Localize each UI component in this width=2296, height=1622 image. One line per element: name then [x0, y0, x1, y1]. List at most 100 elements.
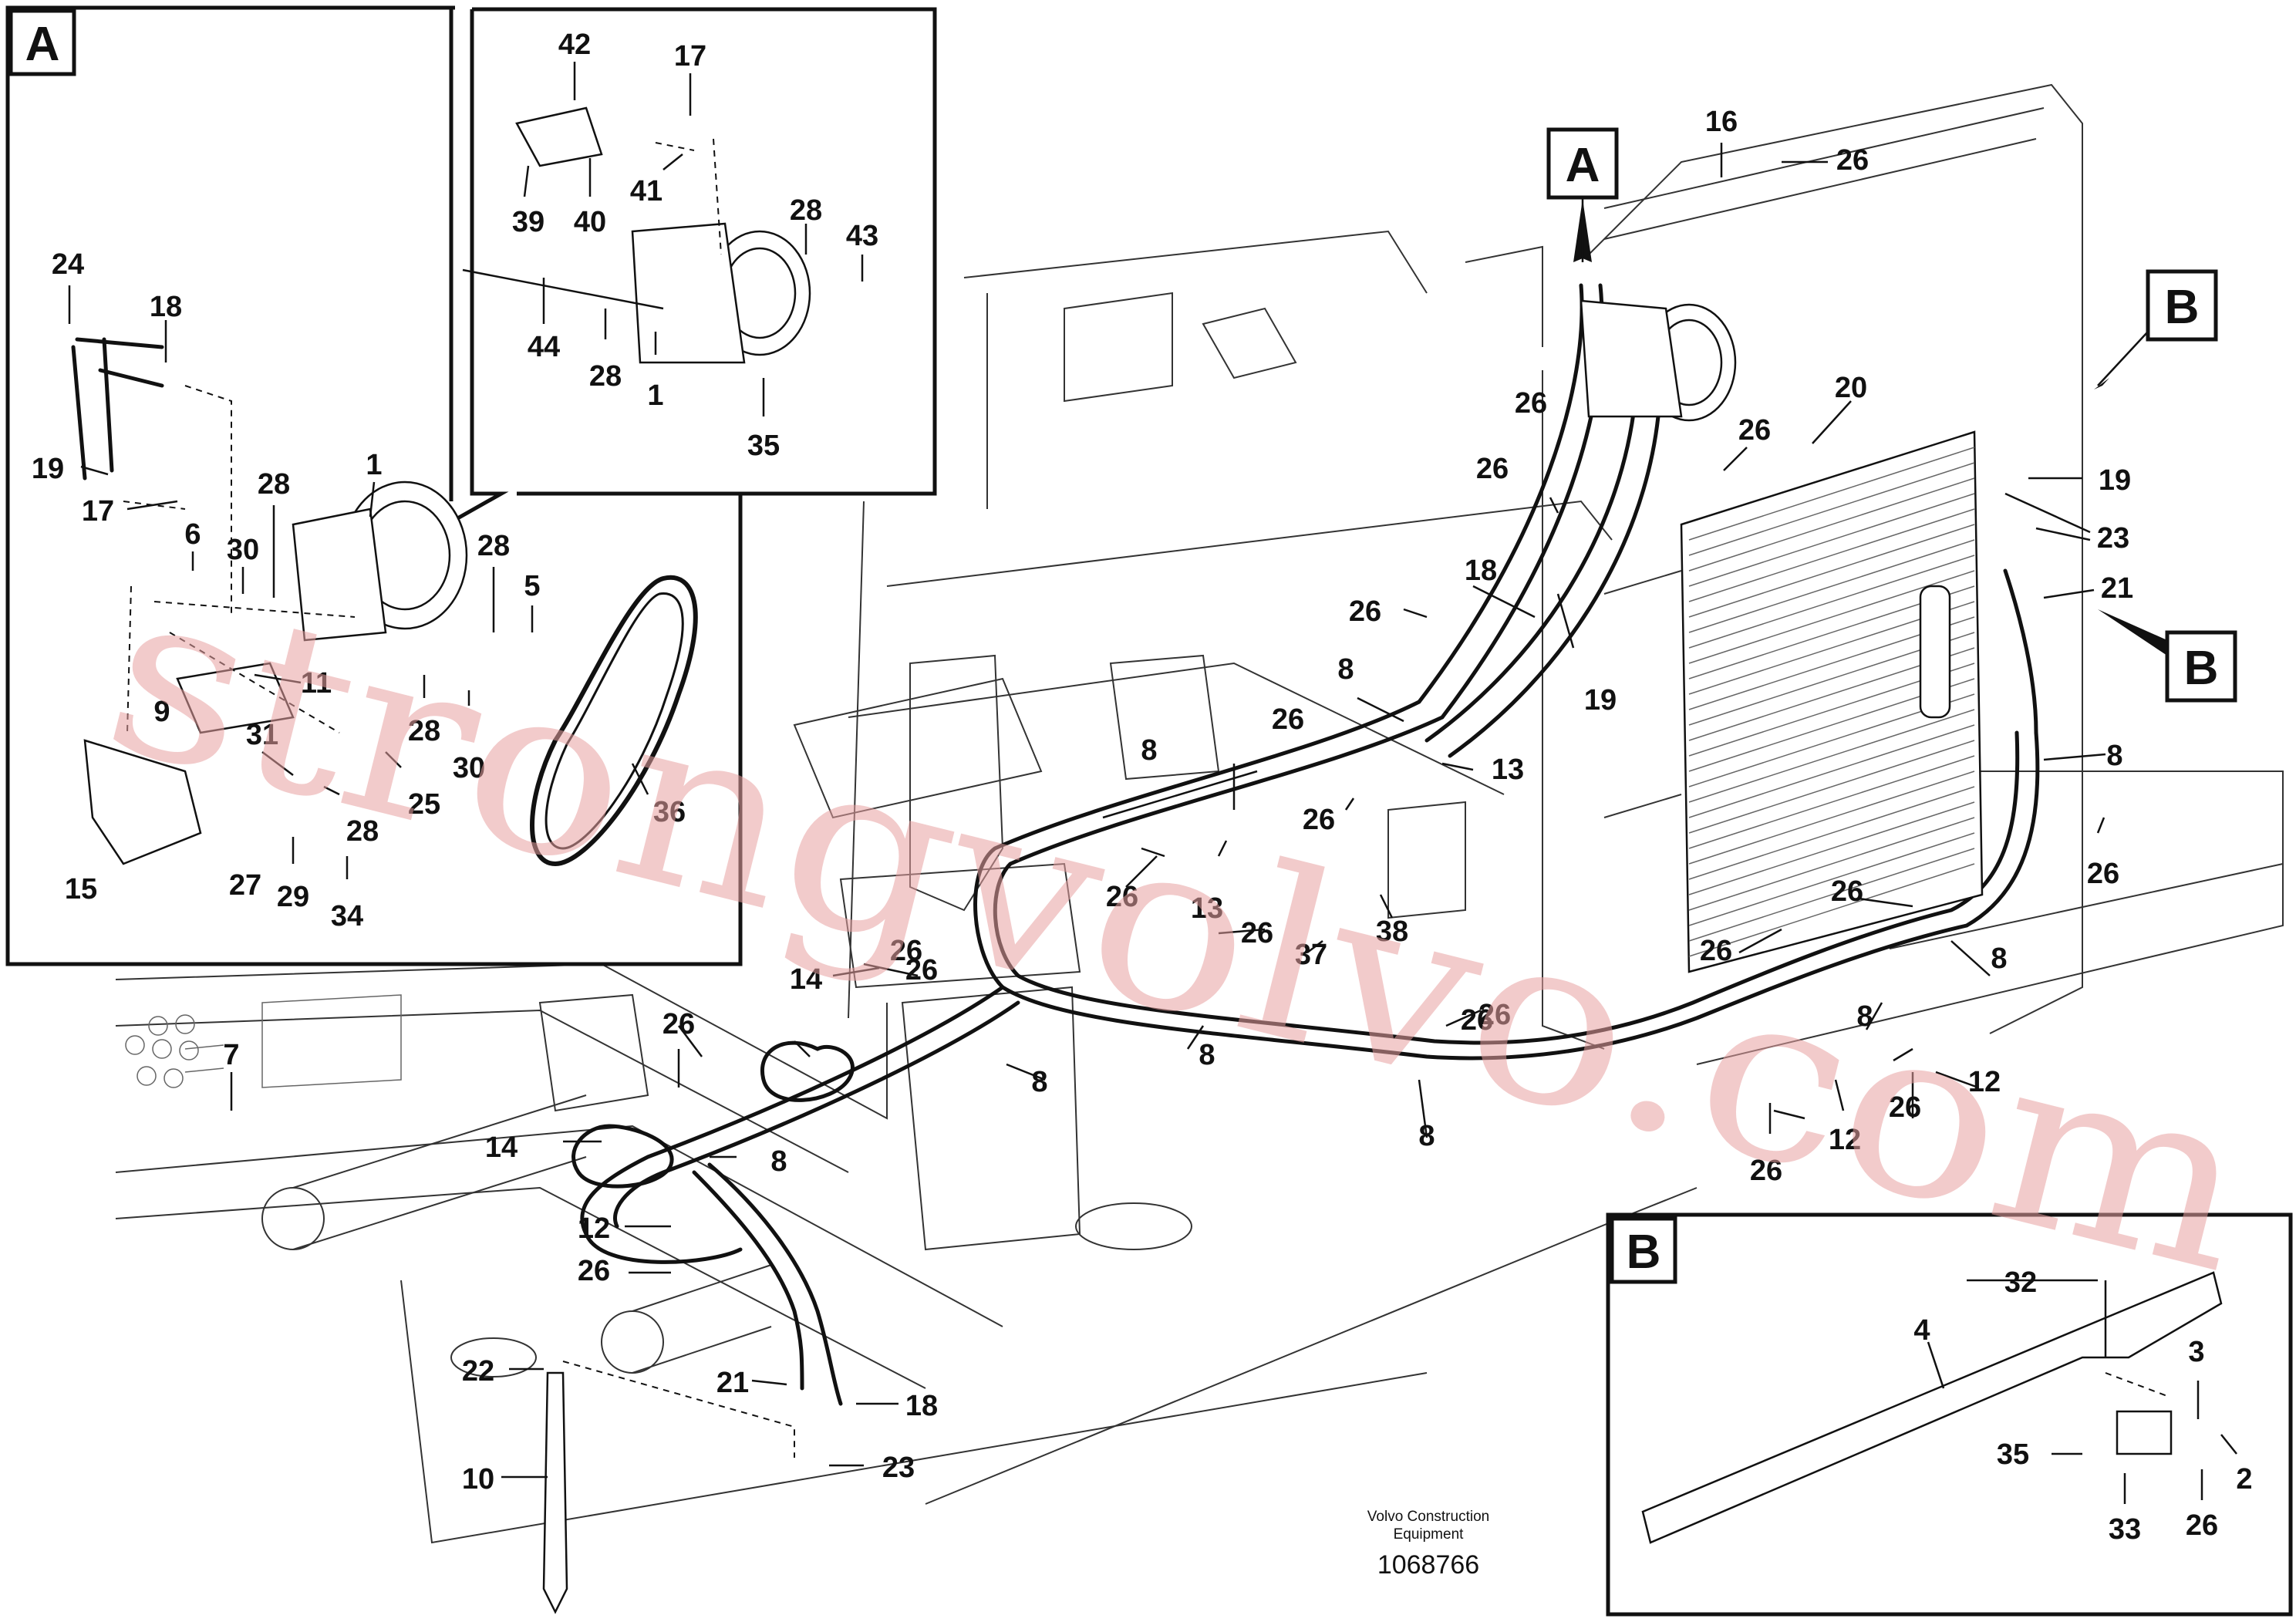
detail-b-tag [1610, 1216, 1677, 1284]
label-18: 18 [905, 1390, 938, 1422]
label-23: 23 [2097, 522, 2129, 555]
label-24: 24 [52, 248, 84, 281]
label-22: 22 [462, 1355, 494, 1388]
label-18: 18 [150, 291, 182, 323]
label-4: 4 [1913, 1314, 1930, 1347]
callout-b-top-letter: B [2165, 281, 2200, 334]
label-15: 15 [65, 873, 97, 905]
label-33: 33 [2109, 1513, 2141, 1546]
label-40: 40 [574, 206, 606, 238]
label-10: 10 [462, 1463, 494, 1496]
label-28: 28 [258, 468, 290, 501]
label-1: 1 [647, 379, 663, 412]
label-28: 28 [477, 530, 510, 562]
label-26: 26 [1836, 144, 1869, 177]
label-26: 26 [1461, 1004, 1493, 1037]
callout-b-top: B [2094, 269, 2218, 389]
label-12: 12 [1968, 1066, 2001, 1098]
label-26: 26 [1889, 1091, 1921, 1124]
label-26: 26 [890, 935, 922, 967]
label-8: 8 [1991, 943, 2007, 975]
label-2: 2 [2236, 1463, 2252, 1496]
callout-a-letter: A [1566, 139, 1600, 192]
label-37: 37 [1295, 939, 1327, 971]
label-21: 21 [716, 1367, 749, 1399]
label-26: 26 [578, 1255, 610, 1287]
label-26: 26 [1738, 414, 1771, 447]
detail-a-tag [8, 8, 76, 76]
label-19: 19 [1584, 684, 1617, 717]
label-19: 19 [32, 453, 64, 485]
label-34: 34 [331, 900, 363, 932]
compressor-main-view [1580, 299, 1737, 422]
label-26: 26 [1700, 935, 1732, 967]
company-name-line1: Volvo Construction [1367, 1509, 1489, 1525]
label-26: 26 [1476, 453, 1509, 485]
label-27: 27 [229, 869, 261, 902]
label-29: 29 [277, 881, 309, 913]
label-14: 14 [485, 1131, 518, 1164]
part-labels: 42 17 39 40 41 28 43 44 28 1 35 24 18 19… [32, 29, 2253, 1546]
label-26: 26 [905, 954, 938, 986]
label-14: 14 [790, 963, 822, 996]
label-5: 5 [524, 570, 540, 602]
drawing-number: 1068766 [1377, 1550, 1479, 1580]
label-8: 8 [1199, 1039, 1215, 1071]
label-12: 12 [578, 1212, 610, 1245]
label-26: 26 [2186, 1509, 2218, 1542]
label-11: 11 [301, 667, 332, 700]
label-8: 8 [770, 1145, 787, 1178]
label-8: 8 [1418, 1120, 1435, 1152]
label-20: 20 [1835, 372, 1867, 404]
detail-a-letter: A [25, 18, 60, 71]
label-13: 13 [1492, 754, 1524, 786]
label-35: 35 [1997, 1438, 2029, 1471]
label-21: 21 [2101, 572, 2133, 605]
label-8: 8 [2106, 740, 2122, 772]
label-26: 26 [1241, 917, 1273, 949]
label-26: 26 [1831, 875, 1863, 908]
label-28: 28 [589, 360, 622, 393]
label-13: 13 [1191, 892, 1223, 925]
detail-a-panel: A [5, 5, 937, 966]
label-30: 30 [453, 752, 485, 784]
label-23: 23 [882, 1452, 915, 1484]
label-43: 43 [846, 220, 878, 252]
label-26: 26 [1106, 881, 1138, 913]
label-16: 16 [1705, 106, 1738, 138]
label-31: 31 [246, 719, 278, 751]
label-12: 12 [1829, 1124, 1861, 1156]
label-26: 26 [1272, 703, 1304, 736]
label-17: 17 [674, 40, 706, 73]
label-25: 25 [408, 788, 440, 821]
detail-b-letter: B [1627, 1226, 1661, 1279]
label-35: 35 [747, 430, 780, 462]
leader-lines [68, 62, 2237, 1504]
label-18: 18 [1465, 555, 1497, 587]
callout-b-side: B [2098, 609, 2237, 703]
label-26: 26 [2087, 858, 2119, 890]
label-26: 26 [663, 1008, 695, 1040]
label-26: 26 [1515, 387, 1547, 420]
label-26: 26 [1349, 595, 1381, 628]
label-32: 32 [2004, 1266, 2037, 1299]
label-26: 26 [1303, 804, 1335, 836]
hose-routing [571, 283, 2040, 1406]
drawing-footer: Volvo Construction Equipment 1068766 [1367, 1509, 1489, 1580]
label-7: 7 [223, 1039, 239, 1071]
dipstick-assembly [542, 1361, 795, 1614]
label-8: 8 [1337, 653, 1354, 686]
label-8: 8 [1031, 1066, 1047, 1098]
label-6: 6 [184, 518, 201, 551]
callout-b-side-letter: B [2184, 642, 2219, 695]
detail-b-panel: B [1606, 1212, 2293, 1617]
label-19: 19 [2099, 464, 2131, 497]
label-8: 8 [1141, 734, 1157, 767]
label-26: 26 [1478, 999, 1511, 1031]
label-9: 9 [153, 696, 170, 728]
label-39: 39 [512, 206, 544, 238]
callout-a: A [1546, 127, 1619, 262]
condenser-core [1603, 430, 1984, 973]
label-28: 28 [408, 715, 440, 747]
